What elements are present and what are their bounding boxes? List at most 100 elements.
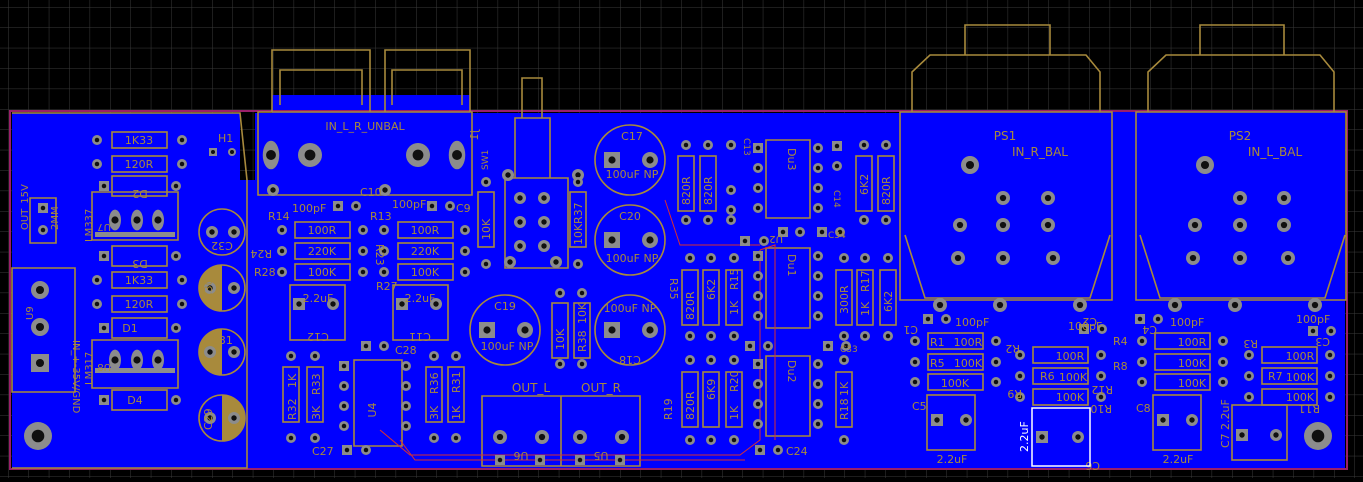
u4-label: U4 (366, 402, 379, 417)
board-outline (9, 110, 1348, 470)
c12-outline (289, 284, 346, 341)
drill-hole (646, 326, 654, 334)
drill-hole (1099, 326, 1105, 332)
drill-hole (360, 269, 366, 275)
drill-hole (111, 216, 119, 224)
drill-hole (755, 381, 761, 387)
out_r-label: OUT_R (581, 381, 621, 395)
drill-hole (780, 229, 786, 235)
drill-hole (1139, 338, 1145, 344)
drill-hole (834, 143, 840, 149)
uf_c7-label: 2.2uF (1219, 399, 1232, 430)
drill-hole (31, 429, 45, 443)
v100k_b-label: 100K (411, 266, 440, 279)
drill-hole (1284, 254, 1292, 262)
drill-hole (1236, 254, 1244, 262)
v6k2c-label: 6K2 (882, 291, 895, 312)
drill-hole (742, 238, 748, 244)
v100r_r2-label: 100R (1056, 350, 1085, 363)
r10-outline (1032, 388, 1089, 406)
drill-hole (101, 253, 107, 259)
drill-hole (1236, 194, 1244, 202)
v100k_r11-label: 100K (1286, 391, 1315, 404)
r32-label: R32 (286, 398, 299, 420)
d4-outline (111, 389, 168, 411)
drill-hole (517, 195, 523, 201)
v820a-label: 820R (680, 176, 693, 205)
drill-hole (1017, 352, 1023, 358)
drill-hole (1155, 316, 1161, 322)
drill-hole (101, 183, 107, 189)
drill-hole (956, 221, 964, 229)
drill-hole (1171, 301, 1179, 309)
drill-hole (363, 447, 369, 453)
drill-hole (207, 349, 213, 355)
drill-hole (883, 142, 889, 148)
drill-hole (483, 261, 489, 267)
copper-pour[interactable] (12, 95, 1345, 468)
drill-hole (755, 421, 761, 427)
drill-hole (496, 433, 504, 441)
drill-hole (731, 357, 737, 363)
drill-hole (775, 447, 781, 453)
drill-hole (1327, 373, 1333, 379)
drill-hole (35, 358, 45, 368)
drill-hole (608, 156, 616, 164)
drill-hole (360, 227, 366, 233)
drill-hole (1017, 373, 1023, 379)
drill-hole (954, 254, 962, 262)
drill-hole (862, 333, 868, 339)
r8-label: R8 (1113, 360, 1128, 373)
drill-hole (815, 165, 821, 171)
d3-label: D3 (132, 257, 147, 270)
uf_c12-label: 2.2uF (303, 292, 334, 305)
drill-hole (999, 221, 1007, 229)
c24-label: C24 (786, 445, 808, 458)
drill-hole (179, 161, 185, 167)
r4-label: R4 (1113, 335, 1128, 348)
v1k_a-label: 1K (286, 373, 299, 388)
u9-label: U9 (25, 306, 36, 320)
r12-label: R12 (1091, 383, 1113, 396)
c6-selection-box[interactable] (1031, 407, 1091, 467)
c6-label: C6 (1085, 459, 1100, 472)
r17-label: R17 (859, 270, 872, 292)
drill-hole (557, 290, 563, 296)
drill-hole (728, 142, 734, 148)
c11-outline (392, 284, 449, 341)
drill-hole (288, 353, 294, 359)
drill-hole (1098, 352, 1104, 358)
r11-label: R11 (1298, 402, 1320, 415)
pf_c3-label: 100pF (1296, 313, 1330, 326)
drill-hole (755, 273, 761, 279)
drill-hole (1017, 394, 1023, 400)
lm337-tab (95, 232, 175, 237)
c32-outline (198, 208, 246, 256)
d1-label: D1 (122, 322, 137, 335)
v10k_r37-label: 10K (572, 223, 585, 245)
v100r_r1-label: 100R (954, 336, 983, 349)
drill-hole (705, 217, 711, 223)
c19-label: C19 (494, 300, 516, 313)
drill-hole (965, 160, 975, 170)
r5-label: R5 (930, 357, 945, 370)
j1-label: J1 (468, 129, 481, 140)
c20-label: C20 (619, 210, 641, 223)
r7-label: R7 (1268, 370, 1283, 383)
drill-hole (1246, 352, 1252, 358)
drill-hole (755, 361, 761, 367)
du1-label: Du1 (785, 254, 798, 276)
r1-label: R1 (930, 336, 945, 349)
drill-hole (1076, 301, 1084, 309)
uf_c6-label: 2.2uF (1018, 421, 1031, 452)
drill-hole (765, 343, 771, 349)
r20-label: R20 (728, 370, 741, 392)
drill-hole (841, 437, 847, 443)
drill-hole (683, 217, 689, 223)
v100k_r6-label: 100K (1059, 371, 1088, 384)
drill-hole (862, 255, 868, 261)
out15v-header-outline (29, 197, 57, 244)
power-section-outline (12, 112, 248, 469)
